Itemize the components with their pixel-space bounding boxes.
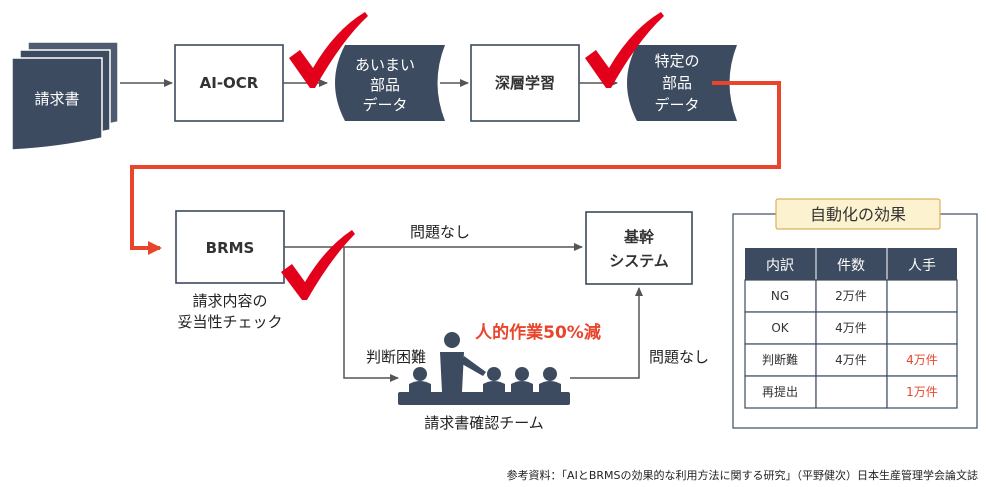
reduction-label: 人的作業50%減	[475, 322, 601, 343]
ai-ocr-node: AI-OCR	[174, 44, 284, 122]
invoice-node: 請求書	[11, 41, 119, 151]
deep-learning-node: 深層学習	[470, 44, 580, 122]
table-cell: 2万件	[835, 289, 867, 303]
review-team-people-icon	[398, 332, 570, 405]
table-cell: 4万件	[835, 353, 867, 367]
table-cell: OK	[771, 321, 789, 335]
no-problem-top-label: 問題なし	[410, 223, 470, 241]
ambiguous-data-node: あいまい 部品 データ	[335, 45, 445, 121]
red-flow-connector	[130, 81, 781, 255]
arrow-team-to-core	[570, 287, 643, 379]
hard-to-judge-label: 判断困難	[366, 348, 426, 366]
ambiguous-line-2: 部品	[370, 76, 400, 94]
ambiguous-line-1: あいまい	[355, 56, 415, 74]
table-row: OK 4万件	[744, 311, 958, 345]
ai-ocr-label: AI-OCR	[200, 74, 259, 92]
ambiguous-line-3: データ	[362, 96, 407, 114]
check-icon	[281, 230, 355, 300]
no-problem-right-label: 問題なし	[649, 348, 709, 366]
brms-label: BRMS	[206, 239, 255, 257]
table-row: 再提出 1万件	[744, 375, 958, 409]
table-cell: 4万件	[906, 353, 938, 367]
review-team-label: 請求書確認チーム	[424, 414, 544, 432]
table-header-breakdown: 内訳	[766, 258, 794, 274]
effect-table-title-badge	[775, 198, 941, 230]
core-system-node: 基幹 システム	[585, 211, 693, 285]
table-header-count: 件数	[837, 258, 865, 274]
table-cell: 判断難	[762, 352, 798, 367]
table-row: NG 2万件	[744, 279, 958, 313]
core-system-line-1: 基幹	[623, 228, 655, 246]
effect-table: 自動化の効果 内訳 件数 人手 NG 2万件 OK 4万件	[732, 198, 978, 429]
core-system-line-2: システム	[609, 252, 669, 270]
check-icon	[289, 12, 368, 88]
effect-table-title: 自動化の効果	[810, 205, 906, 224]
specific-line-1: 特定の	[654, 52, 699, 70]
deep-learning-label: 深層学習	[495, 74, 555, 92]
table-cell: 4万件	[835, 321, 867, 335]
brms-node: BRMS	[175, 210, 285, 284]
table-cell: 再提出	[762, 384, 798, 399]
table-header-manual: 人手	[908, 258, 936, 274]
reference-footnote: 参考資料：「AIとBRMSの効果的な利用方法に関する研究」（平野健次）日本生産管…	[507, 468, 978, 482]
check-icon	[585, 12, 664, 88]
table-row: 判断難 4万件 4万件	[744, 343, 958, 377]
invoice-label: 請求書	[34, 90, 79, 108]
arrow-brms-to-team	[343, 247, 399, 382]
specific-line-2: 部品	[662, 74, 692, 92]
table-cell: NG	[771, 289, 789, 303]
table-cell: 1万件	[906, 385, 938, 399]
brms-check-line-2: 妥当性チェック	[177, 313, 282, 331]
specific-data-node: 特定の 部品 データ	[627, 45, 737, 121]
brms-check-line-1: 請求内容の	[192, 292, 267, 310]
specific-line-3: データ	[654, 96, 699, 114]
